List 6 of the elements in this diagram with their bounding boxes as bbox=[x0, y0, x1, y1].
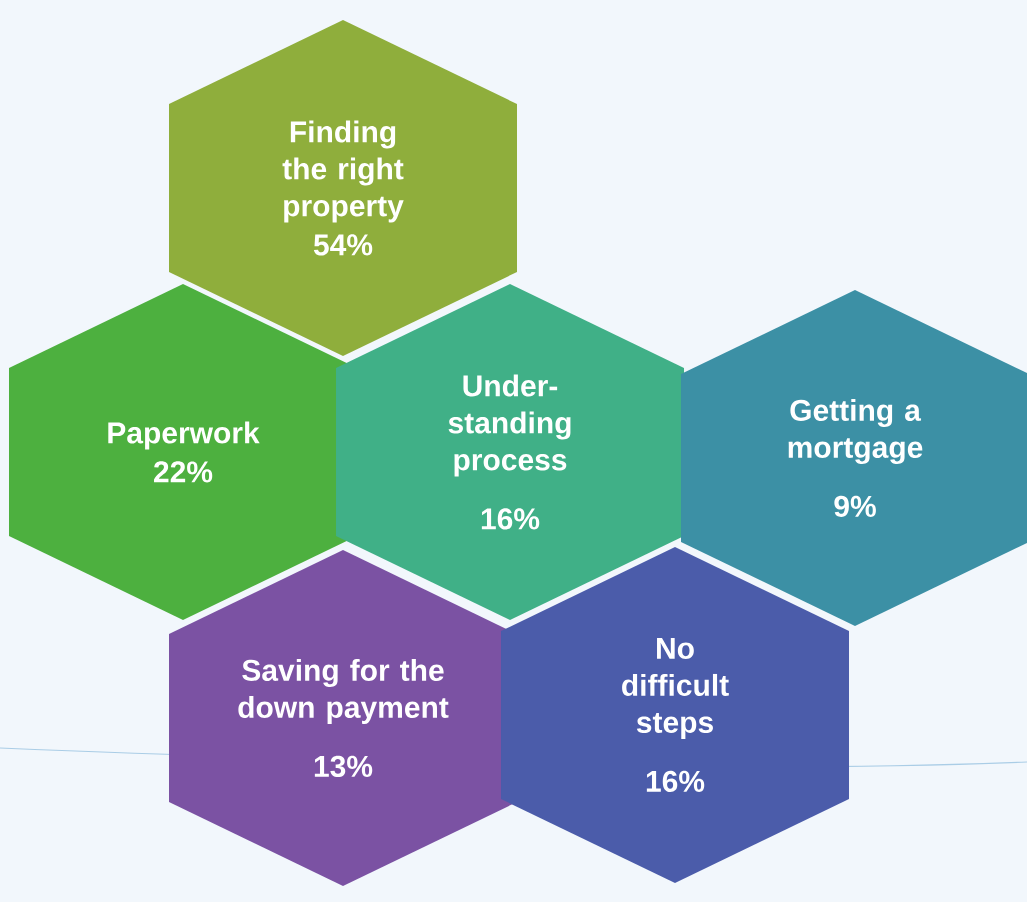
hexagon: No difficult steps 16% bbox=[501, 547, 849, 883]
hexagon: Getting a mortgage 9% bbox=[681, 290, 1027, 626]
hexagon: Paperwork 22% bbox=[9, 284, 357, 620]
hexagon: Saving for the down payment 13% bbox=[169, 550, 517, 886]
hexagon: Under-standing process 16% bbox=[336, 284, 684, 620]
hexagon: Finding the right property 54% bbox=[169, 20, 517, 356]
